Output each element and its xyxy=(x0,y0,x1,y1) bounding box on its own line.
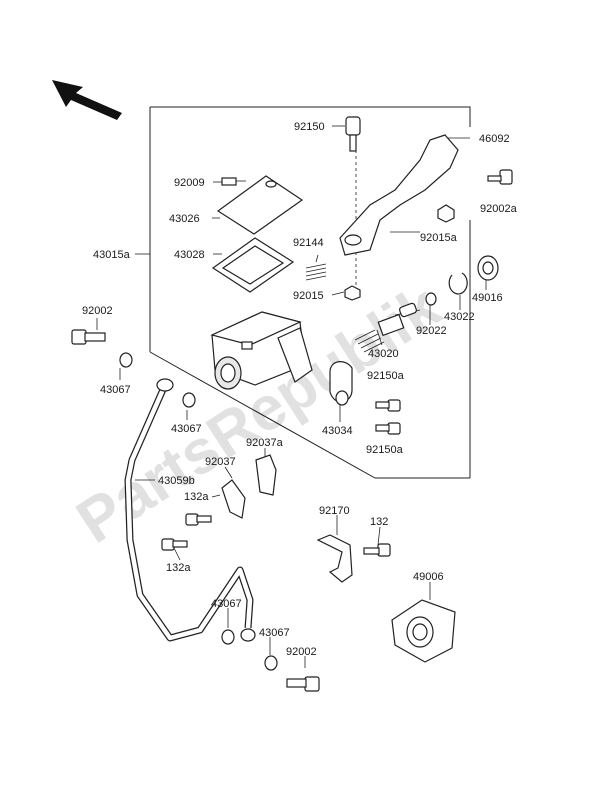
label-92002a: 92002a xyxy=(480,203,518,215)
label-132: 132 xyxy=(370,516,388,528)
bracket-92037 xyxy=(221,479,246,519)
clamp-43034 xyxy=(329,361,353,406)
label-92015: 92015 xyxy=(293,290,324,302)
brake-lever-46092 xyxy=(339,134,459,256)
label-43067-d: 43067 xyxy=(259,627,290,639)
label-43034: 43034 xyxy=(322,425,353,437)
hose-guide-92170 xyxy=(316,534,353,583)
label-43067-b: 43067 xyxy=(171,423,202,435)
label-43059b: 43059b xyxy=(158,475,195,487)
front-direction-arrow xyxy=(52,80,122,120)
label-43067-c: 43067 xyxy=(211,598,242,610)
bolt-92002-lower xyxy=(286,676,320,692)
boot-49016 xyxy=(477,255,499,281)
clamp-49006 xyxy=(391,599,456,663)
washer-43067-a xyxy=(119,352,133,368)
label-92037a: 92037a xyxy=(246,437,284,449)
screw-92009 xyxy=(221,177,246,186)
label-43022: 43022 xyxy=(444,311,475,323)
reservoir-cap-43026 xyxy=(216,175,304,235)
washer-92022 xyxy=(425,292,437,306)
label-43067-a: 43067 xyxy=(100,384,131,396)
nut-92015a xyxy=(437,204,455,223)
label-132a-lower: 132a xyxy=(166,562,191,574)
label-92009: 92009 xyxy=(174,177,205,189)
master-cylinder-body xyxy=(210,311,313,390)
washer-43067-c xyxy=(221,629,235,645)
bolt-132a-upper xyxy=(185,513,212,526)
label-92144: 92144 xyxy=(293,237,324,249)
nut-92015 xyxy=(344,285,361,301)
label-132a-upper: 132a xyxy=(184,491,209,503)
bolt-132 xyxy=(363,543,391,557)
label-92002-upper: 92002 xyxy=(82,305,113,317)
bolt-92002-upper xyxy=(71,329,106,345)
washer-43067-d xyxy=(264,655,278,671)
label-43020: 43020 xyxy=(368,348,399,360)
assembly-frame xyxy=(149,106,471,479)
piston-43020 xyxy=(354,302,417,353)
label-92170: 92170 xyxy=(319,505,350,517)
bolt-92002a xyxy=(487,169,513,185)
label-49006: 49006 xyxy=(413,571,444,583)
bolt-92150 xyxy=(345,116,361,152)
label-92150: 92150 xyxy=(294,121,325,133)
part-labels: 92150 46092 92009 92002a 43026 92144 920… xyxy=(82,121,518,658)
washer-43067-b xyxy=(182,392,196,408)
circlip-43022 xyxy=(448,272,468,295)
label-92150a-lower: 92150a xyxy=(366,444,404,456)
diaphragm-43028 xyxy=(211,237,295,293)
label-43026: 43026 xyxy=(169,213,200,225)
bolt-92150a-lower xyxy=(375,422,401,435)
label-43015a: 43015a xyxy=(93,249,131,261)
label-49016: 49016 xyxy=(472,292,503,304)
bolt-132a-lower xyxy=(161,538,188,551)
label-92022: 92022 xyxy=(416,325,447,337)
label-43028: 43028 xyxy=(174,249,205,261)
brake-hose-43059b xyxy=(124,378,256,642)
label-46092: 46092 xyxy=(479,133,510,145)
label-92150a-upper: 92150a xyxy=(367,370,405,382)
bolt-92150a-upper xyxy=(375,399,401,412)
label-92037: 92037 xyxy=(205,456,236,468)
label-92015a: 92015a xyxy=(420,232,458,244)
bracket-92037a xyxy=(255,454,277,496)
spring-92144 xyxy=(305,263,327,281)
label-92002-lower: 92002 xyxy=(286,646,317,658)
